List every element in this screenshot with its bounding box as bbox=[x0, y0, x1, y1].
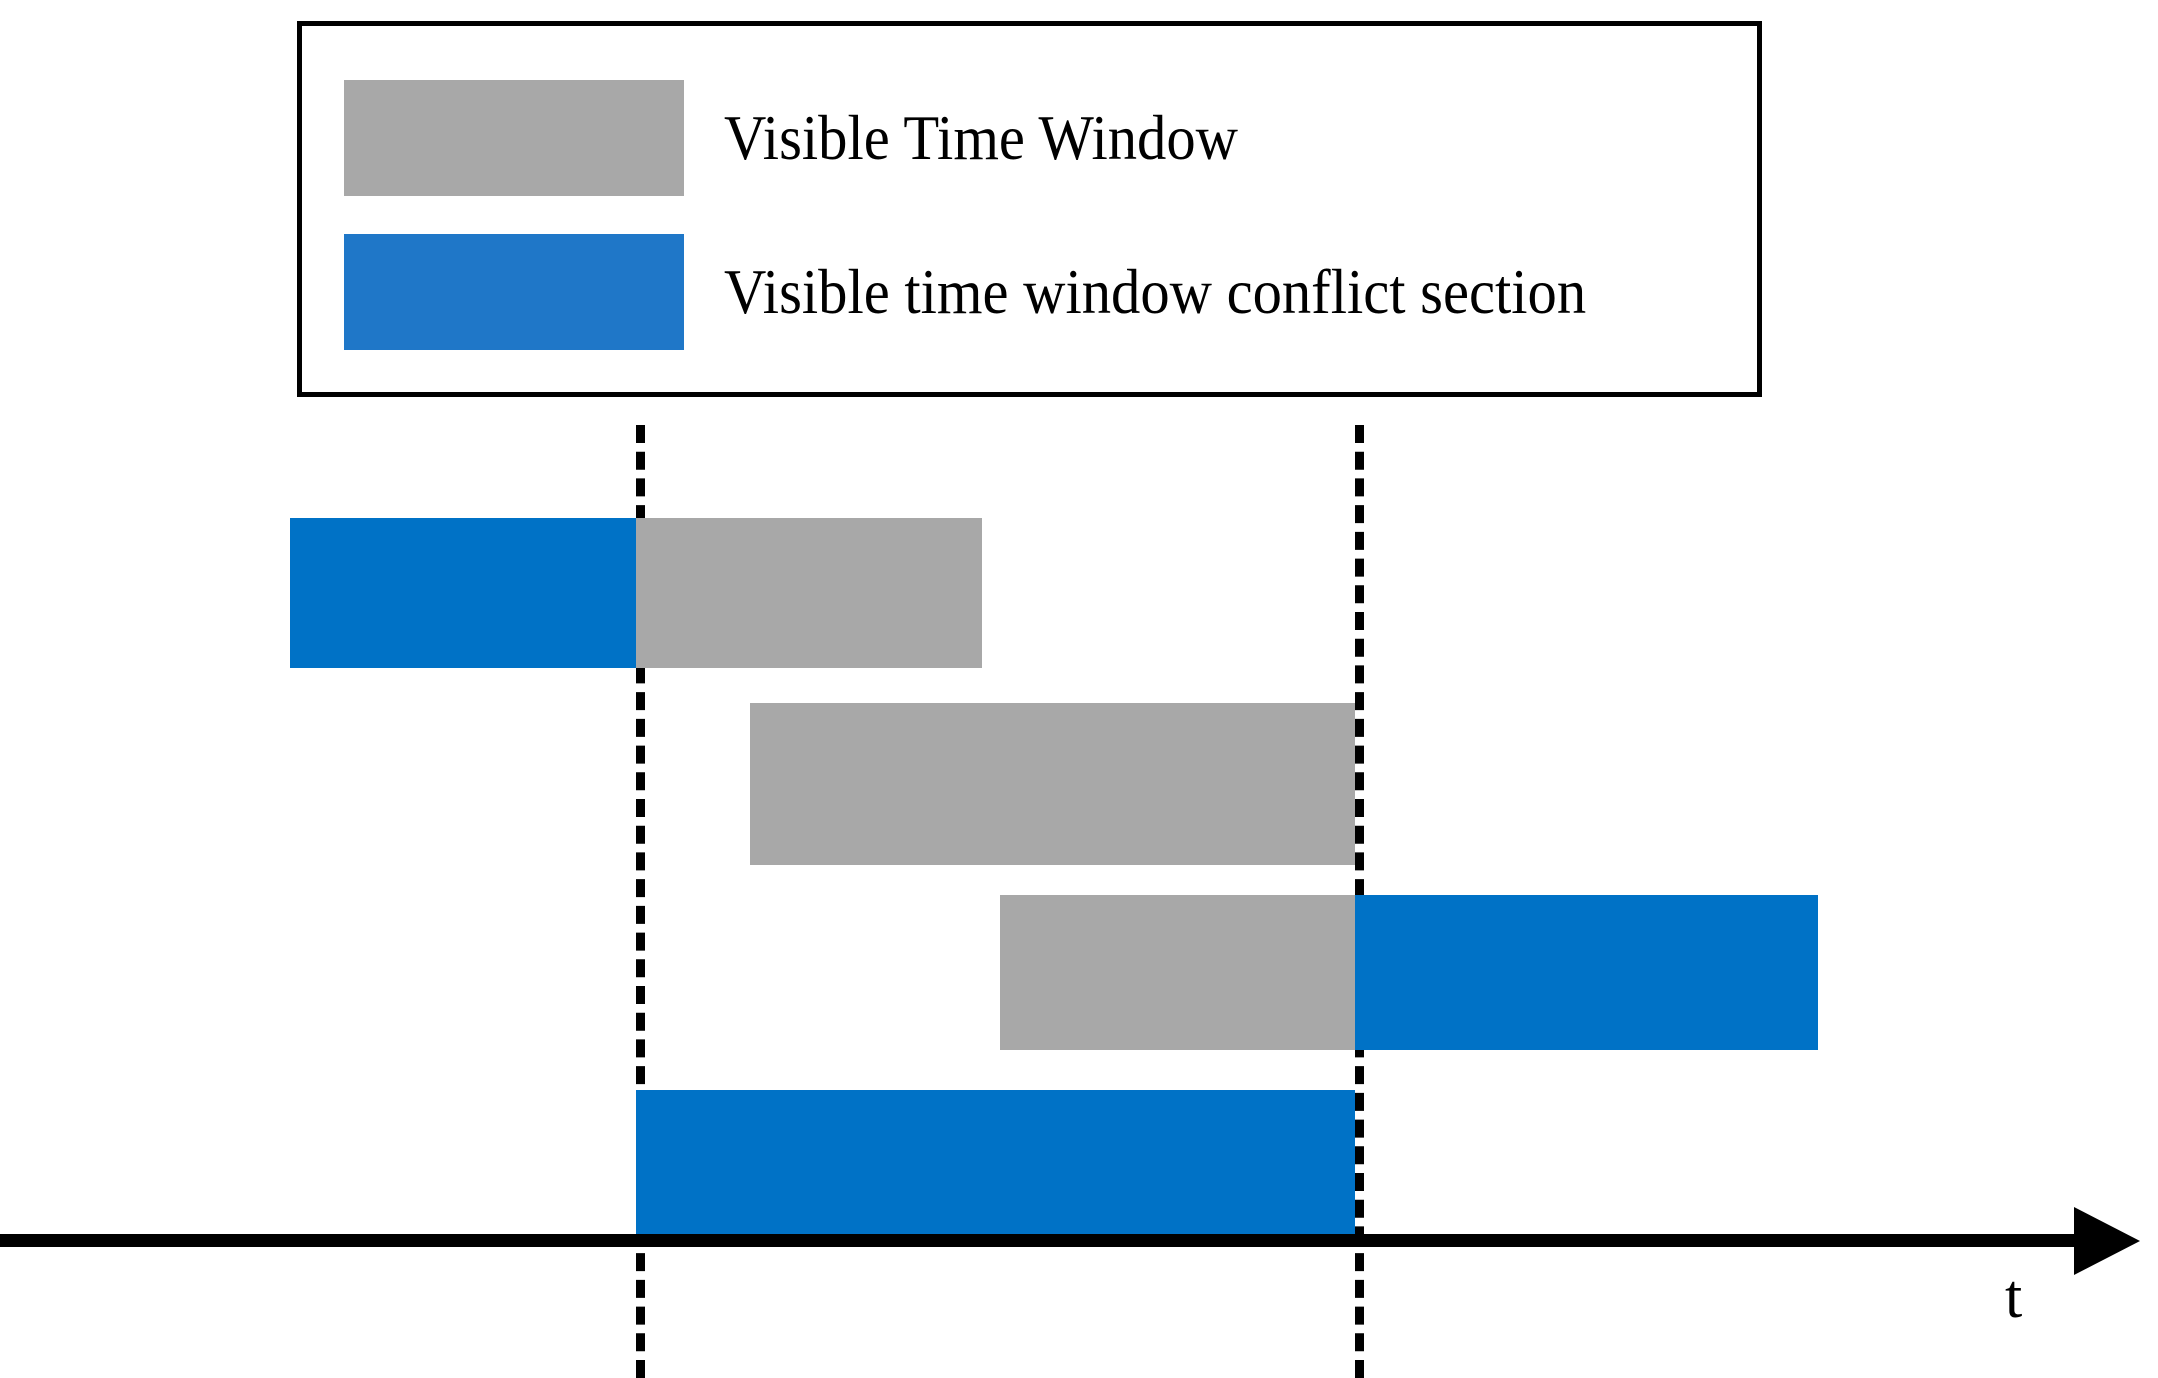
time-axis-line bbox=[0, 1234, 2090, 1247]
legend-item-conflict-section: Visible time window conflict section bbox=[302, 234, 1757, 350]
axis-label-t: t bbox=[2005, 1263, 2023, 1331]
legend-box: Visible Time Window Visible time window … bbox=[297, 21, 1762, 397]
legend-label-visible-time-window: Visible Time Window bbox=[724, 103, 1238, 173]
task-row-4-conflict-segment bbox=[636, 1090, 1355, 1245]
task-row-2-visible-segment bbox=[750, 703, 1355, 865]
legend-swatch-visible-time-window bbox=[344, 80, 684, 196]
task-row-1-conflict-segment bbox=[290, 518, 636, 668]
task-row-3-conflict-segment bbox=[1355, 895, 1818, 1050]
right-arrow-icon bbox=[2074, 1207, 2140, 1275]
window-start-guide bbox=[636, 425, 645, 1378]
legend-item-visible-time-window: Visible Time Window bbox=[302, 80, 1757, 196]
task-row-3-visible-segment bbox=[1000, 895, 1355, 1050]
task-row-1-visible-segment bbox=[636, 518, 982, 668]
legend-swatch-conflict-section bbox=[344, 234, 684, 350]
legend-label-conflict-section: Visible time window conflict section bbox=[724, 257, 1587, 327]
